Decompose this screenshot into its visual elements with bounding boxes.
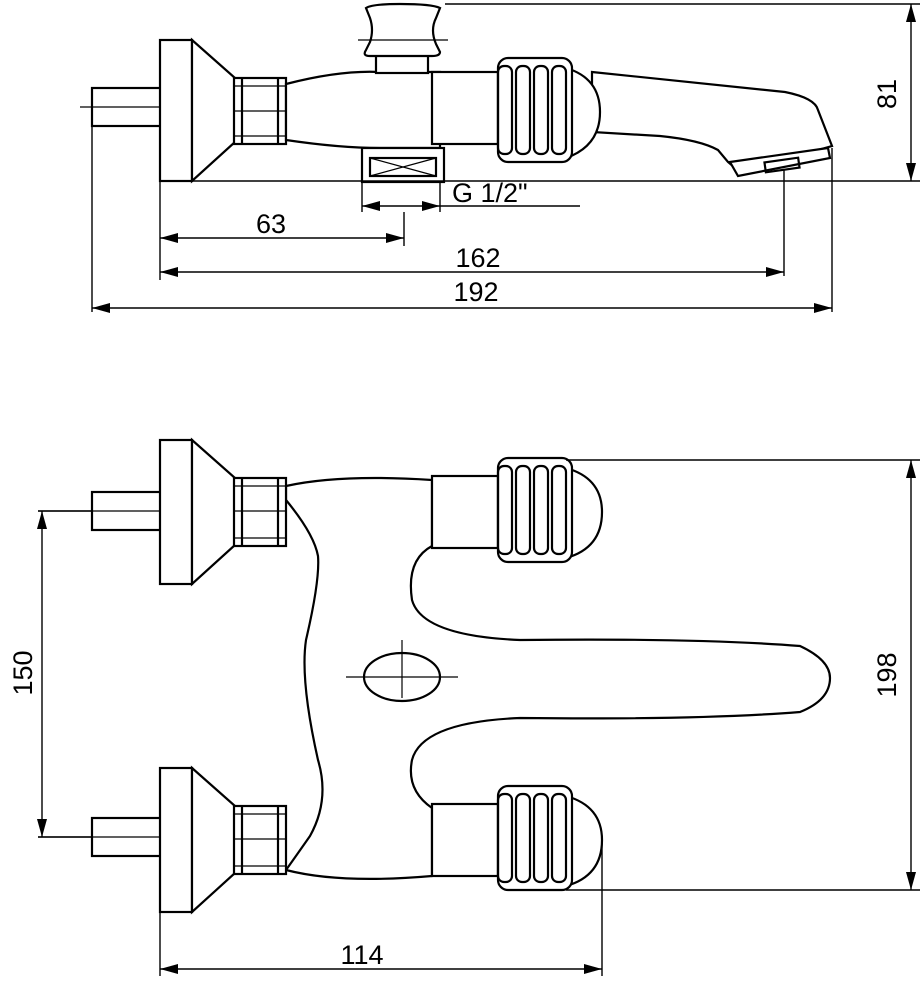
dimension-114-label: 114 xyxy=(340,940,383,970)
dimension-63: 63 xyxy=(160,209,404,243)
side-handle-mount xyxy=(430,70,500,146)
dimension-thread: G 1/2" xyxy=(362,178,580,211)
top-center-hole xyxy=(346,640,458,703)
dimension-162: 162 xyxy=(160,243,784,277)
dimension-114: 114 xyxy=(159,842,603,976)
dimension-thread-label: G 1/2" xyxy=(452,178,528,208)
side-diverter-outlet xyxy=(360,146,446,184)
dimension-192-label: 192 xyxy=(453,277,498,307)
side-hex-nut xyxy=(232,76,288,146)
dimension-150: 150 xyxy=(8,510,92,838)
top-upper-handle xyxy=(430,456,604,564)
side-spout-aerator xyxy=(728,146,832,178)
dimension-63-label: 63 xyxy=(256,209,286,239)
dimension-81-label: 81 xyxy=(872,79,902,109)
side-view: 81 G 1/2" 63 162 xyxy=(80,2,920,313)
side-mixer-body xyxy=(284,70,442,150)
side-handle xyxy=(496,56,602,164)
dimension-198-label: 198 xyxy=(872,652,902,697)
side-diverter-knob xyxy=(358,2,448,75)
top-lower-handle xyxy=(430,784,604,892)
dimension-192: 192 xyxy=(92,277,832,313)
top-lower-inlet xyxy=(38,765,288,915)
dimension-198: 198 xyxy=(566,459,920,891)
top-upper-inlet xyxy=(38,437,288,587)
dimension-162-label: 162 xyxy=(455,243,500,273)
dimension-81: 81 xyxy=(872,4,916,181)
side-inlet-pipe xyxy=(80,86,170,128)
top-view: 150 198 114 xyxy=(8,437,920,976)
dimension-150-label: 150 xyxy=(8,650,38,695)
side-wall-flange xyxy=(158,37,237,184)
top-mixer-body xyxy=(284,476,832,880)
